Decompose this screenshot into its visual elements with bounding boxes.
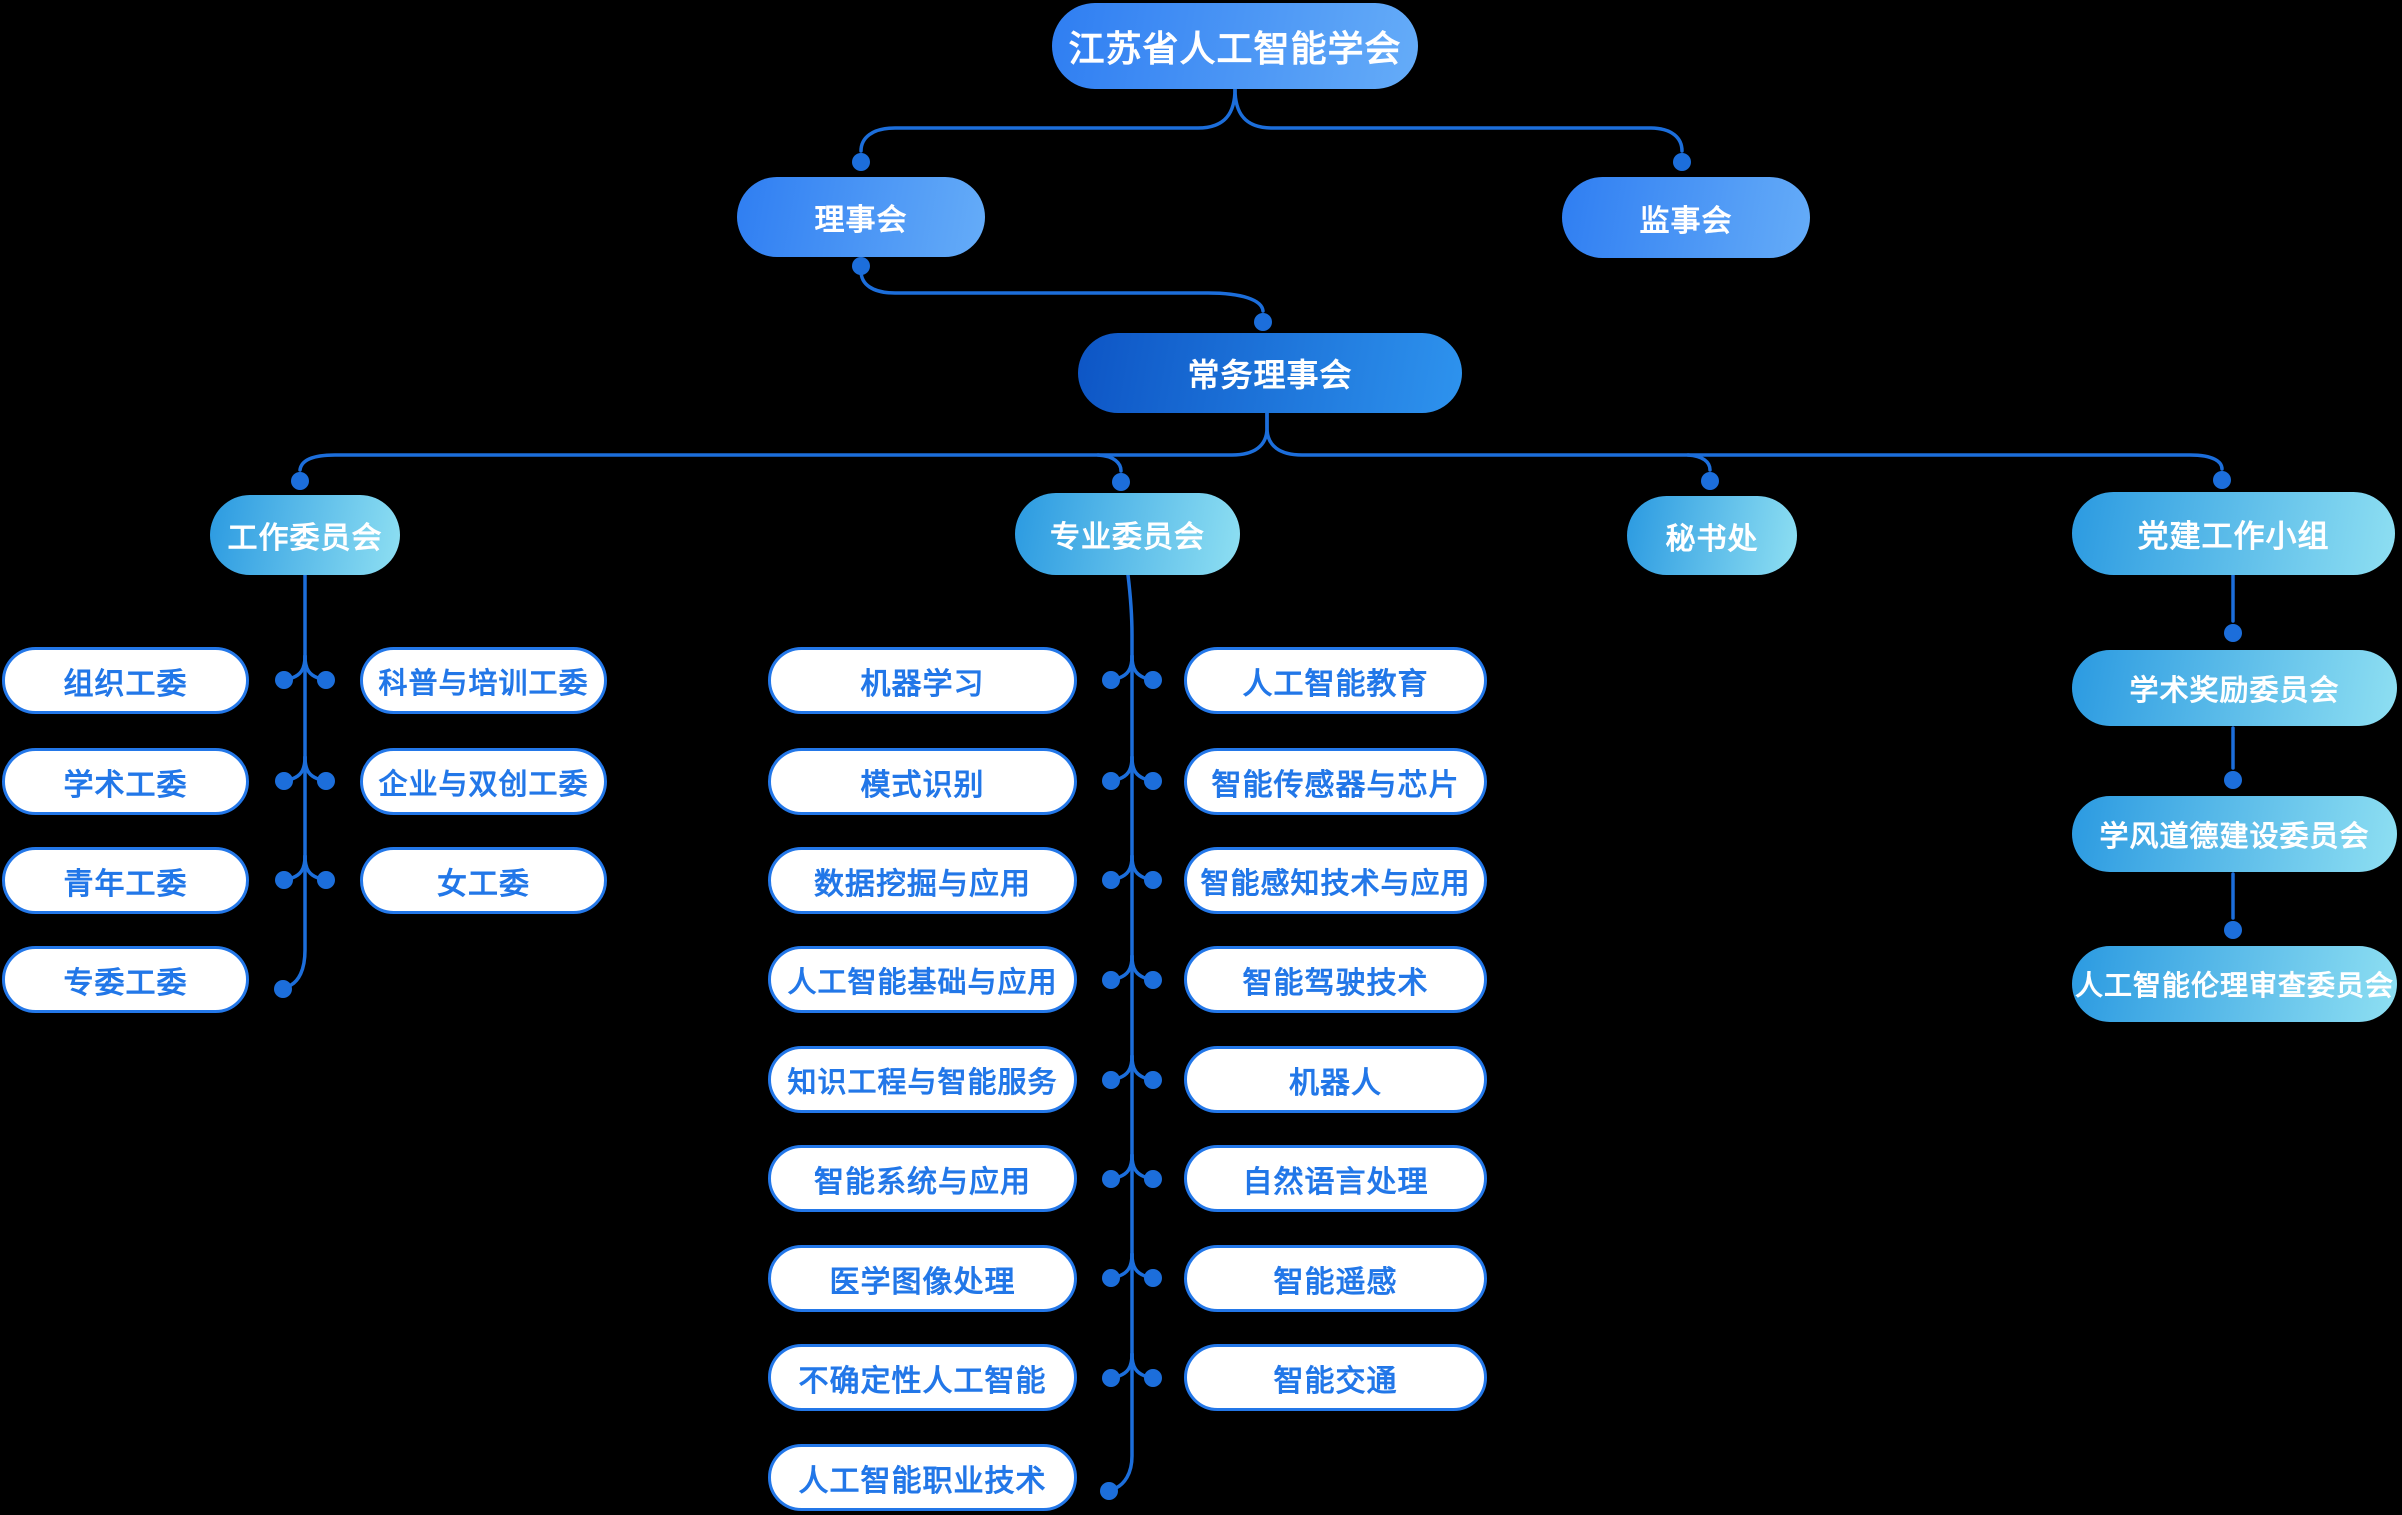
node-academic-awards: 学术奖励委员会: [2072, 650, 2397, 726]
node-intelligent-systems: 智能系统与应用: [768, 1145, 1077, 1212]
node-society-root: 江苏省人工智能学会: [1052, 3, 1418, 89]
node-intelligent-transport: 智能交通: [1184, 1344, 1487, 1411]
node-youth-wc: 青年工委: [2, 847, 249, 914]
node-scipop-training-wc: 科普与培训工委: [360, 647, 607, 714]
node-data-mining: 数据挖掘与应用: [768, 847, 1077, 914]
node-secretariat: 秘书处: [1627, 496, 1797, 575]
node-ai-foundations: 人工智能基础与应用: [768, 946, 1077, 1013]
node-ai-education: 人工智能教育: [1184, 647, 1487, 714]
node-supervisory-board: 监事会: [1562, 177, 1810, 258]
node-pattern-recognition: 模式识别: [768, 748, 1077, 815]
node-ai-ethics-review: 人工智能伦理审查委员会: [2072, 946, 2397, 1022]
node-nlp: 自然语言处理: [1184, 1145, 1487, 1212]
node-intelligent-perception: 智能感知技术与应用: [1184, 847, 1487, 914]
node-special-wc: 专委工委: [2, 946, 249, 1013]
node-working-committees: 工作委员会: [210, 495, 400, 575]
node-ai-vocational-tech: 人工智能职业技术: [768, 1444, 1077, 1511]
node-knowledge-engineering: 知识工程与智能服务: [768, 1046, 1077, 1113]
node-intelligent-driving: 智能驾驶技术: [1184, 946, 1487, 1013]
node-organization-wc: 组织工委: [2, 647, 249, 714]
node-enterprise-innovation-wc: 企业与双创工委: [360, 748, 607, 815]
node-smart-sensors-chips: 智能传感器与芯片: [1184, 748, 1487, 815]
node-standing-council: 常务理事会: [1078, 333, 1462, 413]
node-council: 理事会: [737, 177, 985, 257]
node-academic-wc: 学术工委: [2, 748, 249, 815]
node-professional-committees: 专业委员会: [1015, 493, 1240, 575]
node-robotics: 机器人: [1184, 1046, 1487, 1113]
node-women-wc: 女工委: [360, 847, 607, 914]
node-party-building-group: 党建工作小组: [2072, 492, 2395, 575]
node-medical-imaging: 医学图像处理: [768, 1245, 1077, 1312]
node-remote-sensing: 智能遥感: [1184, 1245, 1487, 1312]
node-machine-learning: 机器学习: [768, 647, 1077, 714]
node-academic-integrity: 学风道德建设委员会: [2072, 796, 2397, 872]
node-uncertain-ai: 不确定性人工智能: [768, 1344, 1077, 1411]
